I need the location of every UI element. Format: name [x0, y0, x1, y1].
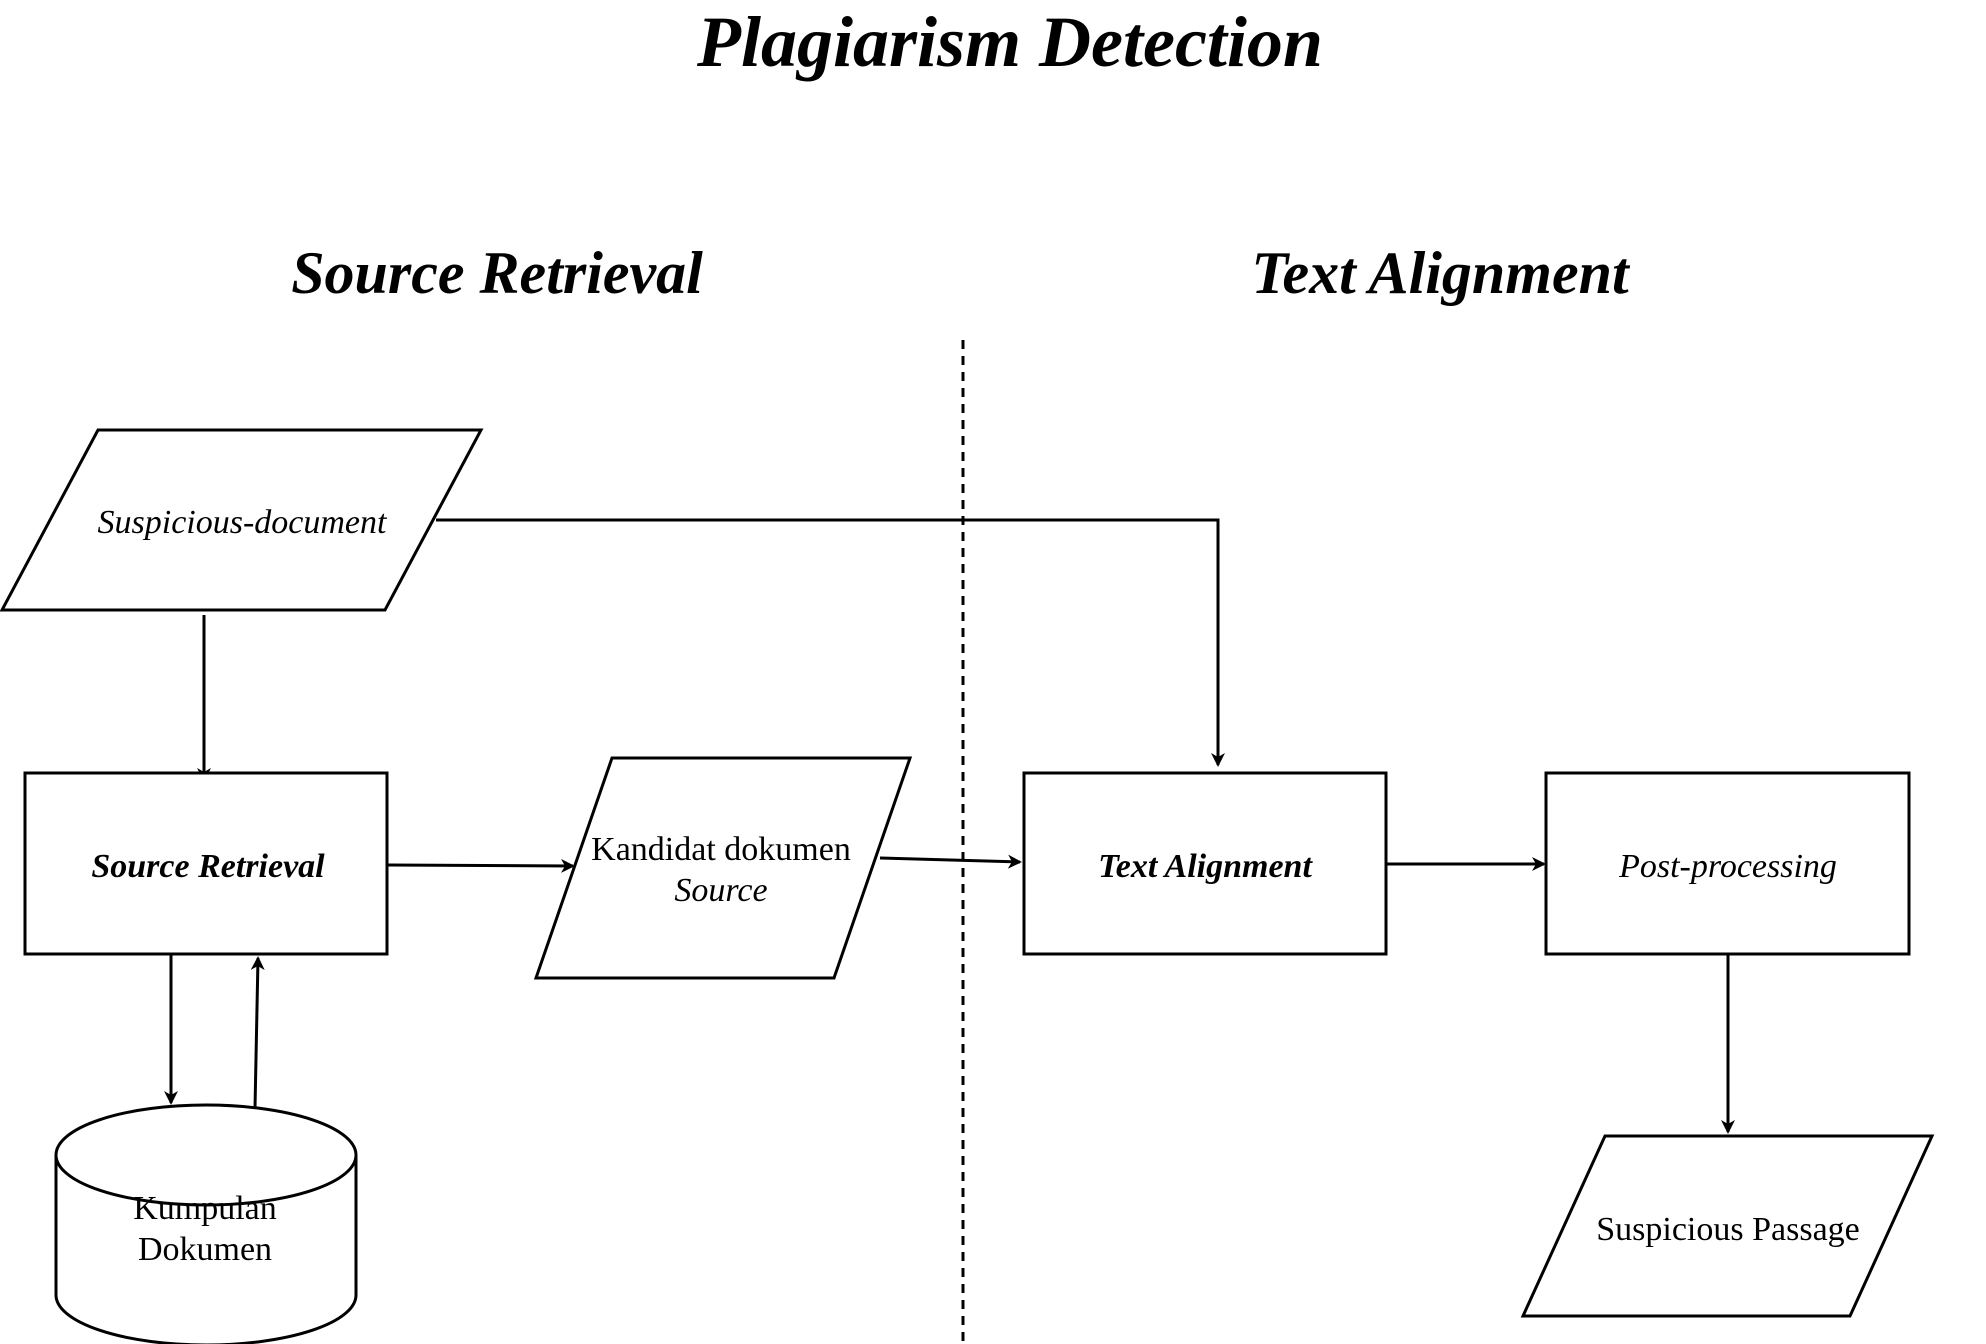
suspicious-passage-label: Suspicious Passage: [1596, 1211, 1860, 1248]
kumpulan-label-line2: Dokumen: [138, 1231, 272, 1268]
section-title-source-retrieval: Source Retrieval: [291, 240, 703, 306]
kandidat-label-line2: Source: [674, 872, 767, 909]
node-suspicious-document: Suspicious-document: [0, 428, 484, 612]
node-kandidat-dokumen-source: Kandidat dokumen Source: [533, 756, 913, 980]
text-alignment-label: Text Alignment: [1098, 848, 1313, 885]
kandidat-label-line1: Kandidat dokumen: [591, 831, 851, 868]
section-title-text-alignment: Text Alignment: [1251, 240, 1631, 306]
kumpulan-label-line1: Kumpulan: [133, 1190, 277, 1227]
node-suspicious-passage: Suspicious Passage: [1520, 1134, 1935, 1318]
post-processing-label: Post-processing: [1618, 848, 1837, 885]
suspicious-document-label: Suspicious-document: [98, 504, 389, 541]
node-text-alignment: Text Alignment: [1022, 771, 1388, 956]
edge-suspicious-to-text-alignment: [436, 518, 1225, 767]
edge-source-retrieval-to-kandidat: [387, 858, 575, 873]
source-retrieval-label: Source Retrieval: [91, 848, 325, 885]
node-source-retrieval: Source Retrieval: [23, 771, 389, 956]
edge-kumpulan-to-source-retrieval: [250, 956, 265, 1109]
node-kumpulan-dokumen-database: Kumpulan Dokumen: [54, 1103, 358, 1344]
node-post-processing: Post-processing: [1544, 771, 1911, 956]
edge-kandidat-to-text-alignment: [879, 854, 1022, 869]
diagram-title: Plagiarism Detection: [696, 2, 1323, 82]
